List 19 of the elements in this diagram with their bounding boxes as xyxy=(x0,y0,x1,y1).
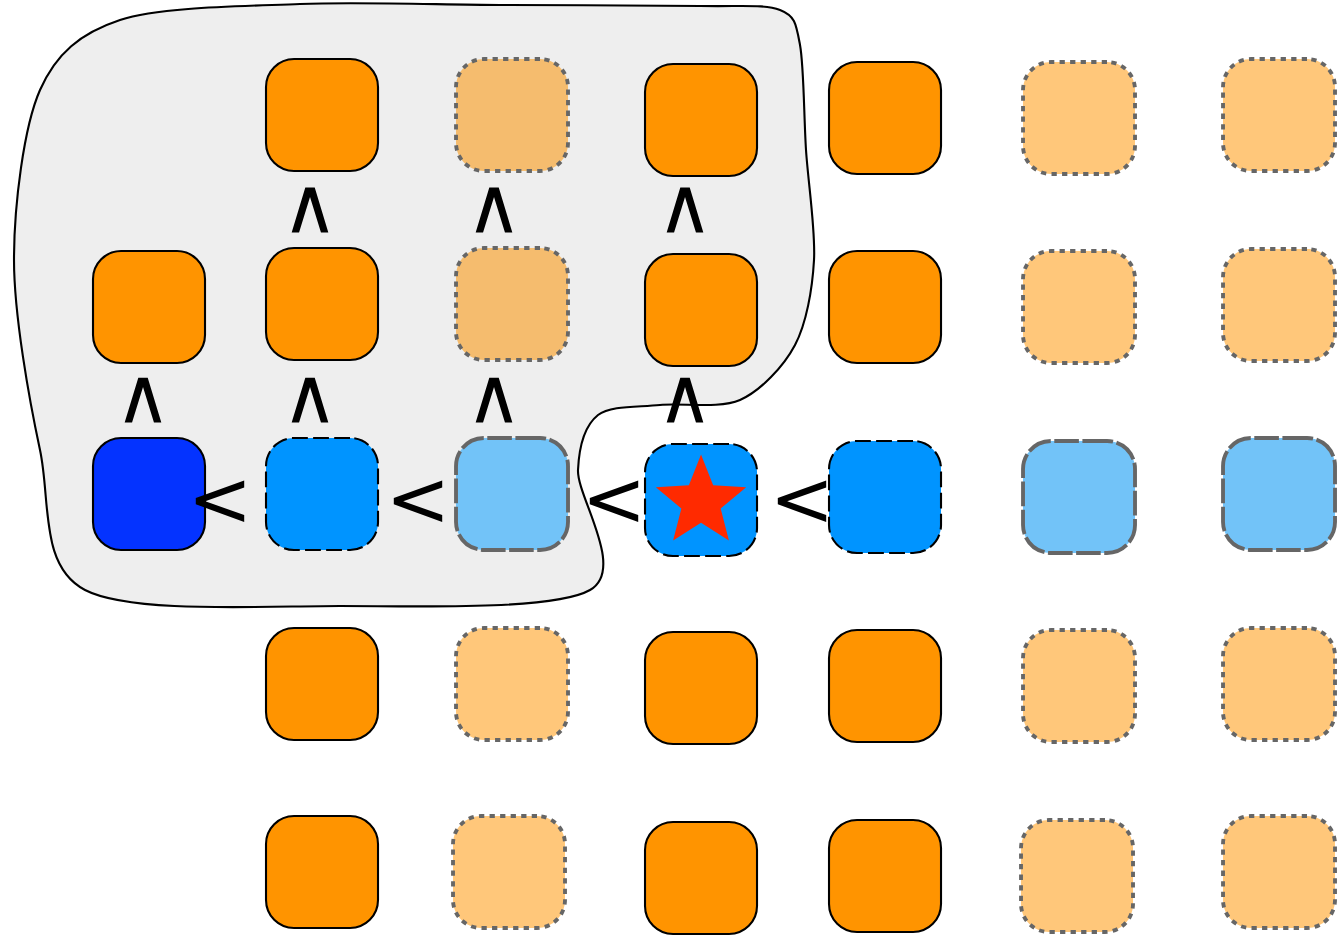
rounded-square xyxy=(264,814,380,930)
symbol: ∧ xyxy=(291,187,329,233)
rounded-square xyxy=(1221,436,1337,552)
symbol: ∧ xyxy=(475,187,513,233)
rounded-square xyxy=(451,814,567,930)
symbol: ∧ xyxy=(291,377,329,423)
rounded-square xyxy=(1221,57,1337,173)
rounded-square xyxy=(1221,247,1337,363)
rounded-square xyxy=(1221,814,1337,930)
symbol: < xyxy=(393,480,443,522)
rounded-square xyxy=(1019,818,1135,934)
rounded-square xyxy=(1221,626,1337,742)
symbol: ∧ xyxy=(475,377,513,423)
symbol: < xyxy=(589,480,639,522)
rounded-square xyxy=(643,820,759,936)
symbol: < xyxy=(777,480,827,522)
symbol: ∧ xyxy=(124,377,162,423)
rounded-square xyxy=(827,818,943,934)
symbol: ∧ xyxy=(666,187,704,233)
